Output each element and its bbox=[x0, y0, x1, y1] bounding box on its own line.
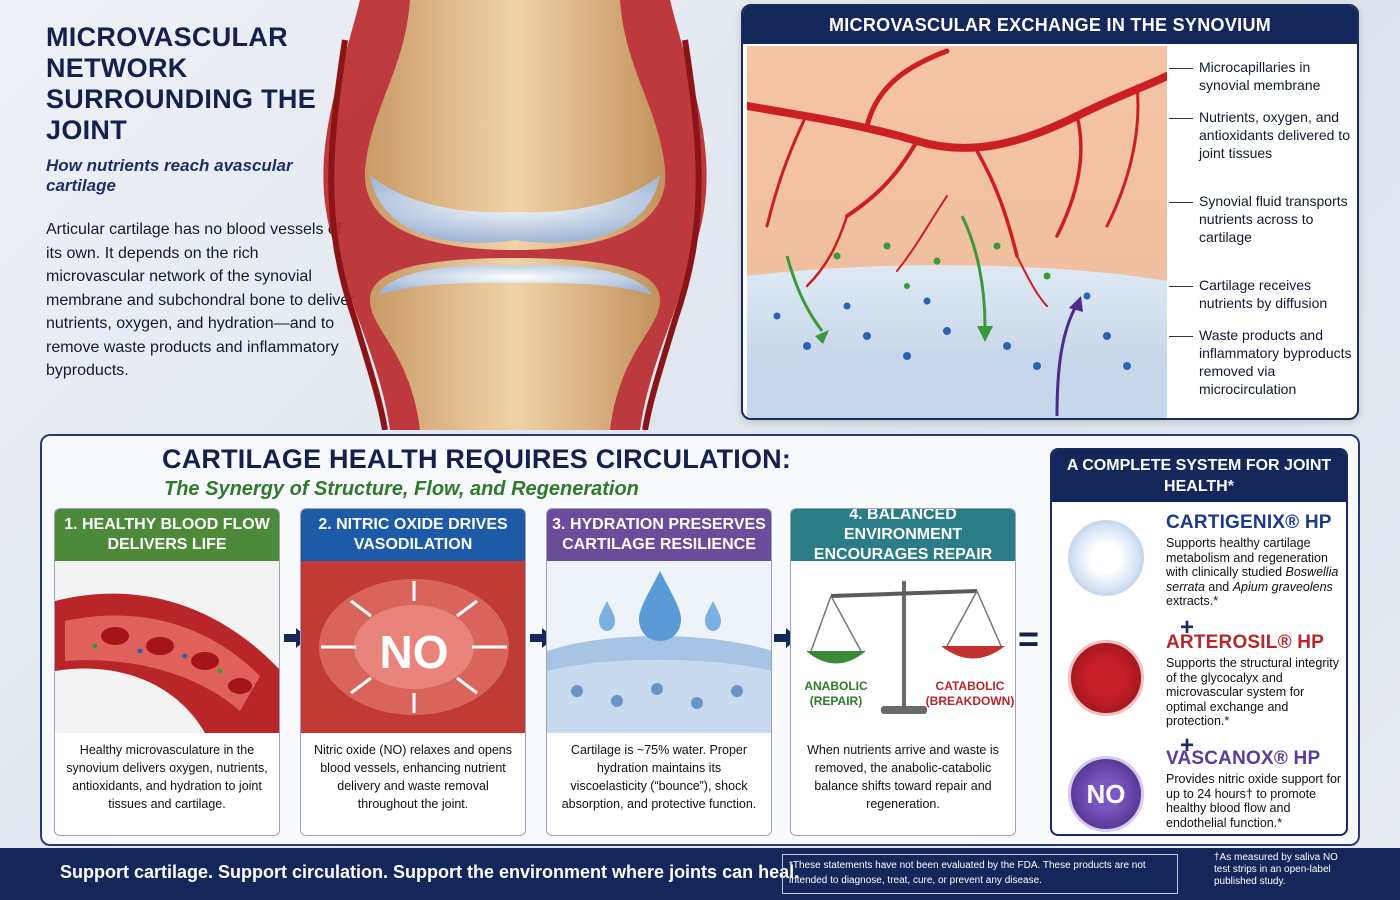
micro-label-waste: Waste products and inflammatory byproduc… bbox=[1169, 326, 1355, 398]
intro-paragraph: Articular cartilage has no blood vessels… bbox=[46, 221, 355, 379]
micro-label-capillaries: Microcapillaries in synovial membrane bbox=[1169, 58, 1355, 94]
footer-bar: Support cartilage. Support circulation. … bbox=[0, 848, 1400, 900]
hydration-cartilage-illustration bbox=[547, 561, 771, 733]
knee-joint-illustration bbox=[323, 0, 707, 430]
plus-sign: + bbox=[1180, 732, 1195, 759]
page-title: MICROVASCULAR NETWORK SURROUNDING THE JO… bbox=[46, 22, 356, 146]
product-cartigenix: CARTIGENIX® HP Supports healthy cartilag… bbox=[1052, 512, 1346, 622]
microvascular-exchange-panel: MICROVASCULAR EXCHANGE IN THE SYNOVIUM bbox=[741, 4, 1359, 420]
hero-text-block: MICROVASCULAR NETWORK SURROUNDING THE JO… bbox=[46, 22, 356, 383]
nitric-oxide-icon: NO bbox=[1068, 756, 1144, 832]
step-heading: 2. NITRIC OXIDE DRIVES VASODILATION bbox=[301, 509, 525, 561]
catabolic-label: CATABOLIC (BREAKDOWN) bbox=[925, 679, 1015, 708]
micro-label-synovial-fluid: Synovial fluid transports nutrients acro… bbox=[1169, 192, 1355, 246]
synovium-exchange-illustration bbox=[747, 46, 1167, 418]
step-description: When nutrients arrive and waste is remov… bbox=[807, 743, 999, 811]
anabolic-label: ANABOLIC (REPAIR) bbox=[804, 679, 868, 708]
nitric-oxide-vessel-illustration bbox=[301, 561, 525, 733]
micro-label-diffusion: Cartilage receives nutrients by diffusio… bbox=[1169, 276, 1355, 312]
capillary-network-icon bbox=[1068, 640, 1144, 716]
blood-vessel-illustration bbox=[55, 561, 279, 733]
micro-label-nutrients: Nutrients, oxygen, and antioxidants deli… bbox=[1169, 108, 1355, 162]
system-title: A COMPLETE SYSTEM FOR JOINT HEALTH* bbox=[1052, 450, 1346, 502]
page-subtitle: How nutrients reach avascular cartilage bbox=[46, 156, 293, 195]
step-heading: 4. BALANCED ENVIRONMENT ENCOURAGES REPAI… bbox=[791, 509, 1015, 563]
product-description: Supports healthy cartilage metabolism an… bbox=[1166, 536, 1339, 608]
fda-disclaimer: *These statements have not been evaluate… bbox=[782, 854, 1178, 894]
product-name: CARTIGENIX® HP bbox=[1166, 512, 1332, 533]
knee-bone-icon bbox=[1068, 520, 1144, 596]
label-connector bbox=[1169, 68, 1193, 69]
product-description: Provides nitric oxide support for up to … bbox=[1166, 772, 1342, 830]
product-name: VASCANOX® HP bbox=[1166, 748, 1321, 769]
circulation-title: CARTILAGE HEALTH REQUIRES CIRCULATION: bbox=[162, 444, 792, 474]
footer-tagline: Support cartilage. Support circulation. … bbox=[60, 862, 800, 882]
product-arterosil: ARTEROSIL® HP Supports the structural in… bbox=[1052, 632, 1346, 742]
product-description: Supports the structural integrity of the… bbox=[1166, 656, 1339, 728]
step-description: Healthy microvasculature in the synovium… bbox=[66, 743, 268, 811]
plus-sign: + bbox=[1180, 614, 1195, 641]
circulation-panel: CARTILAGE HEALTH REQUIRES CIRCULATION: T… bbox=[40, 434, 1360, 846]
title-line-2: SURROUNDING THE JOINT bbox=[46, 84, 317, 145]
step-card-balance: 4. BALANCED ENVIRONMENT ENCOURAGES REPAI… bbox=[790, 508, 1016, 836]
label-connector bbox=[1169, 118, 1193, 119]
step-heading: 1. HEALTHY BLOOD FLOW DELIVERS LIFE bbox=[55, 509, 279, 561]
joint-health-system: A COMPLETE SYSTEM FOR JOINT HEALTH* CART… bbox=[1050, 448, 1348, 836]
circulation-subtitle: The Synergy of Structure, Flow, and Rege… bbox=[164, 478, 639, 500]
no-molecule-label: NO bbox=[379, 626, 449, 678]
product-name: ARTEROSIL® HP bbox=[1166, 632, 1325, 653]
equals-sign: = bbox=[1018, 618, 1040, 659]
footnote: †As measured by saliva NO test strips in… bbox=[1214, 852, 1338, 887]
step-card-nitric-oxide: 2. NITRIC OXIDE DRIVES VASODILATION NO N… bbox=[300, 508, 526, 836]
step-card-blood-flow: 1. HEALTHY BLOOD FLOW DELIVERS LIFE Heal… bbox=[54, 508, 280, 836]
step-heading: 3. HYDRATION PRESERVES CARTILAGE RESILIE… bbox=[547, 509, 771, 561]
label-connector bbox=[1169, 202, 1193, 203]
step-description: Cartilage is ~75% water. Proper hydratio… bbox=[561, 743, 757, 811]
balance-scale-illustration bbox=[791, 561, 1015, 733]
title-line-1: MICROVASCULAR NETWORK bbox=[46, 22, 288, 83]
step-description: Nitric oxide (NO) relaxes and opens bloo… bbox=[314, 743, 512, 811]
product-vascanox: NO VASCANOX® HP Provides nitric oxide su… bbox=[1052, 748, 1346, 834]
micro-panel-title: MICROVASCULAR EXCHANGE IN THE SYNOVIUM bbox=[743, 6, 1357, 44]
label-connector bbox=[1169, 286, 1193, 287]
label-connector bbox=[1169, 336, 1193, 337]
step-card-hydration: 3. HYDRATION PRESERVES CARTILAGE RESILIE… bbox=[546, 508, 772, 836]
